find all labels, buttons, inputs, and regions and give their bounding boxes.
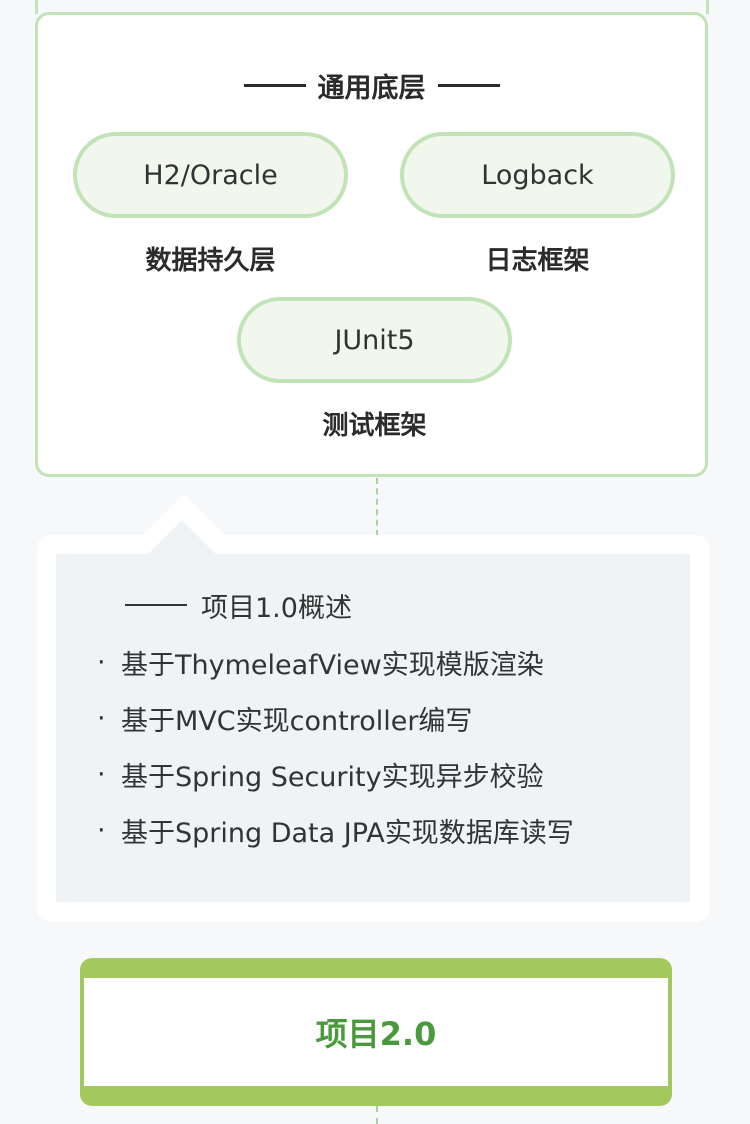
component-name: JUnit5	[334, 324, 415, 356]
list-item-text: 基于MVC实现controller编写	[121, 705, 473, 737]
list-item-text: 基于Spring Security实现异步校验	[121, 761, 544, 793]
component-caption: 数据持久层	[145, 246, 276, 276]
title-dash-left	[243, 83, 306, 87]
list-item: · 基于ThymeleafView实现模版渲染	[97, 642, 544, 682]
connector-right	[706, 0, 709, 14]
dashed-connector	[376, 1106, 378, 1124]
list-item: · 基于Spring Data JPA实现数据库读写	[97, 810, 574, 850]
component-pill-logback: Logback	[400, 132, 675, 218]
stage-label: 项目2.0	[315, 1015, 437, 1053]
bullet: ·	[97, 702, 106, 734]
dashed-connector	[376, 478, 378, 536]
layer-title-text: 通用底层	[317, 72, 426, 104]
overview-card-pointer-inner	[146, 520, 218, 556]
component-pill-h2-oracle: H2/Oracle	[73, 132, 348, 218]
overview-heading: 项目1.0概述	[125, 585, 352, 625]
overview-card-body	[56, 554, 690, 902]
list-item-text: 基于Spring Data JPA实现数据库读写	[121, 817, 574, 849]
overview-heading-text: 项目1.0概述	[201, 592, 352, 624]
heading-dash	[125, 604, 187, 606]
stage-box-project-2: 项目2.0	[80, 958, 672, 1106]
component-pill-junit5: JUnit5	[237, 297, 512, 383]
base-layer-box: 通用底层 H2/Oracle 数据持久层 Logback 日志框架 JUnit5…	[35, 12, 708, 477]
component-caption: 测试框架	[322, 411, 427, 441]
list-item-text: 基于ThymeleafView实现模版渲染	[121, 649, 544, 681]
bullet: ·	[97, 646, 106, 678]
list-item: · 基于MVC实现controller编写	[97, 698, 472, 738]
bullet: ·	[97, 758, 106, 790]
component-caption: 日志框架	[485, 246, 590, 276]
component-name: H2/Oracle	[143, 159, 278, 191]
layer-title: 通用底层	[38, 65, 705, 105]
list-item: · 基于Spring Security实现异步校验	[97, 754, 544, 794]
connector-left	[35, 0, 38, 14]
bullet: ·	[97, 814, 106, 846]
component-name: Logback	[481, 159, 594, 191]
title-dash-right	[437, 83, 500, 87]
